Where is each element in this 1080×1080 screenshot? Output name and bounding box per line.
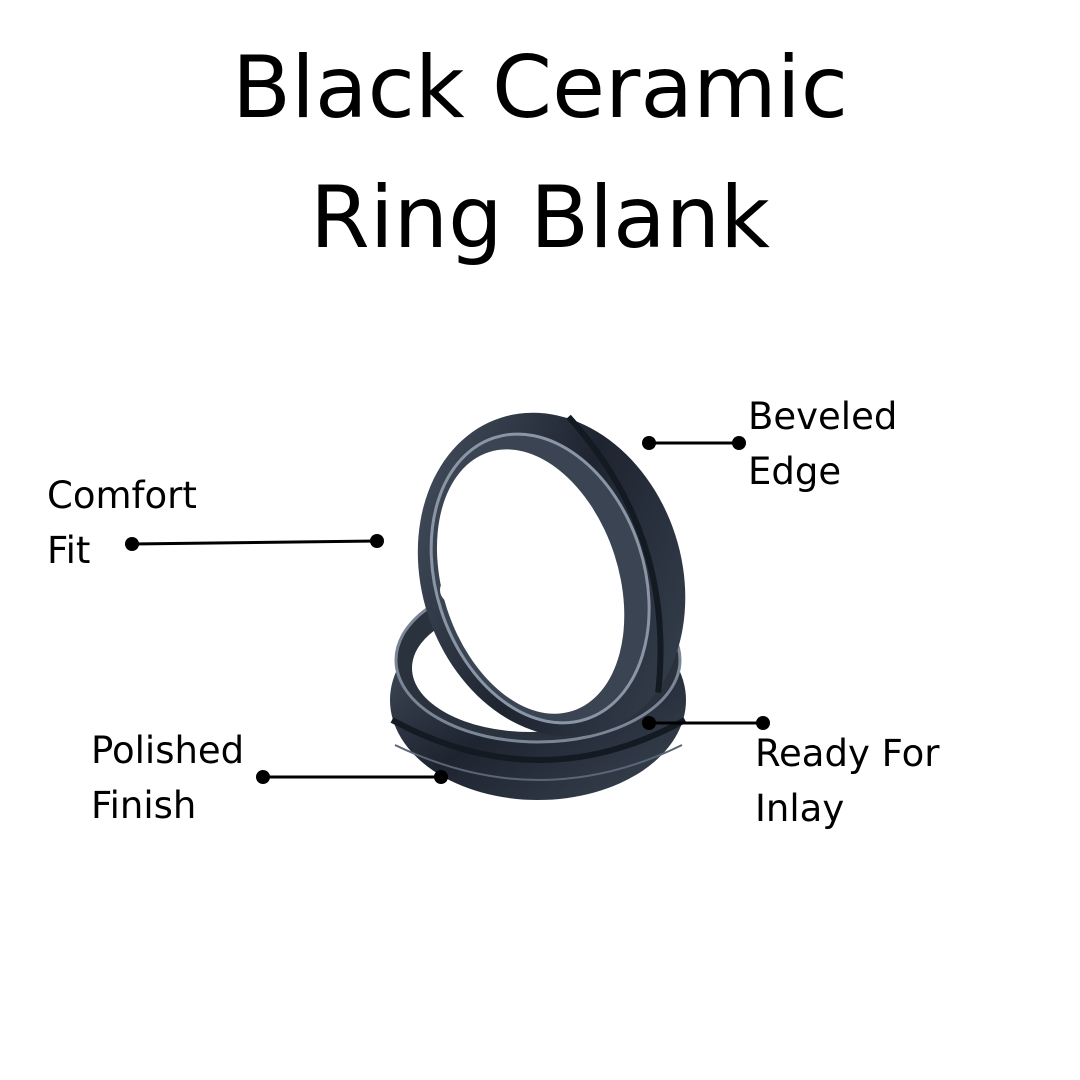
- callout-beveled-edge: Beveled Edge: [748, 389, 897, 499]
- callout-comfort-fit: Comfort Fit: [47, 468, 197, 578]
- callout-beveled-edge-line1: Beveled: [748, 395, 898, 438]
- callout-comfort-fit-line2: Fit: [47, 529, 91, 572]
- callout-ready-for-inlay-line2: Inlay: [755, 787, 845, 830]
- callout-polished-finish-line1: Polished: [91, 729, 245, 772]
- callout-polished-finish-line: [256, 770, 448, 784]
- callout-ready-for-inlay-line: [642, 716, 770, 730]
- title-line-1: Black Ceramic: [232, 38, 848, 138]
- upper-ring: [417, 412, 686, 737]
- title-line-2: Ring Blank: [310, 168, 770, 268]
- callout-ready-for-inlay-line1: Ready For: [755, 732, 940, 775]
- callout-polished-finish: Polished Finish: [91, 723, 244, 833]
- callout-polished-finish-line2: Finish: [91, 784, 197, 827]
- callout-ready-for-inlay: Ready For Inlay: [755, 726, 939, 836]
- callout-comfort-fit-line: [125, 534, 384, 551]
- callout-comfort-fit-line1: Comfort: [47, 474, 197, 517]
- callout-beveled-edge-line: [642, 436, 746, 450]
- ring-highlight: [440, 577, 466, 603]
- callout-beveled-edge-line2: Edge: [748, 450, 842, 493]
